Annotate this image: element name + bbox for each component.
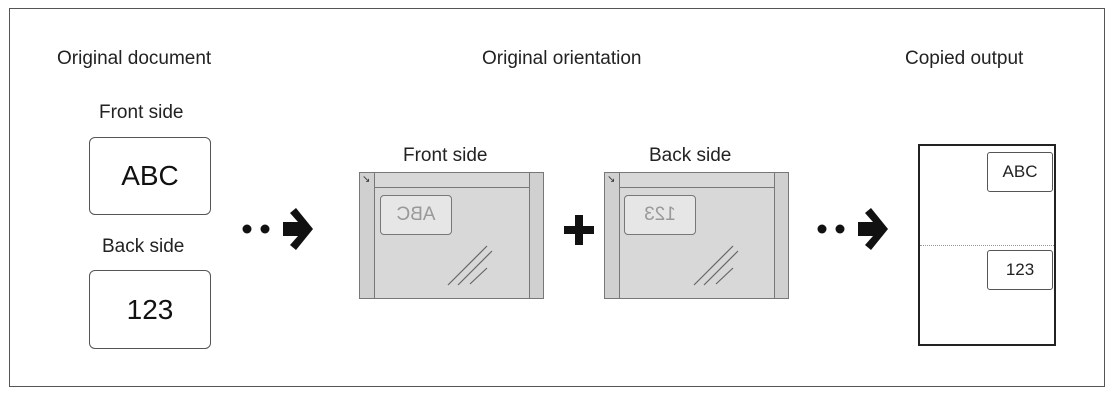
corner-arrow-icon: ↘: [362, 174, 371, 185]
original-back-card: 123: [89, 270, 211, 349]
orientation-back-label: Back side: [649, 145, 732, 166]
heading-original-orientation: Original orientation: [482, 48, 642, 69]
platen-glass-front: ↘ ABC: [359, 172, 544, 299]
heading-copied-output: Copied output: [905, 48, 1024, 69]
glass-reflection-icon: [447, 245, 739, 286]
output-top-text: ABC: [1002, 162, 1038, 181]
output-bottom-card: 123: [987, 250, 1053, 290]
glass-left-edge: [360, 173, 375, 298]
output-fold-line: [920, 245, 1054, 246]
output-top-card: ABC: [987, 152, 1053, 192]
platen-glass-back: ↘ 123: [604, 172, 789, 299]
original-front-card: ABC: [89, 137, 211, 215]
orientation-front-label: Front side: [403, 145, 488, 166]
arrow-right-icon: [242, 208, 313, 250]
original-back-text: 123: [126, 293, 174, 325]
corner-arrow-icon: ↘: [607, 174, 616, 185]
glass-right-edge: [529, 173, 543, 298]
original-back-label: Back side: [102, 236, 185, 257]
original-front-label: Front side: [99, 102, 184, 123]
glass-right-edge: [774, 173, 788, 298]
heading-original-document: Original document: [57, 48, 212, 69]
glass-top-edge: [360, 173, 543, 188]
original-front-text: ABC: [121, 160, 179, 191]
glass-left-edge: [605, 173, 620, 298]
glass-top-edge: [605, 173, 788, 188]
output-page: ABC 123: [918, 144, 1056, 346]
output-bottom-text: 123: [1005, 260, 1035, 279]
plus-icon: [564, 215, 594, 245]
arrow-right-icon: [817, 208, 888, 250]
